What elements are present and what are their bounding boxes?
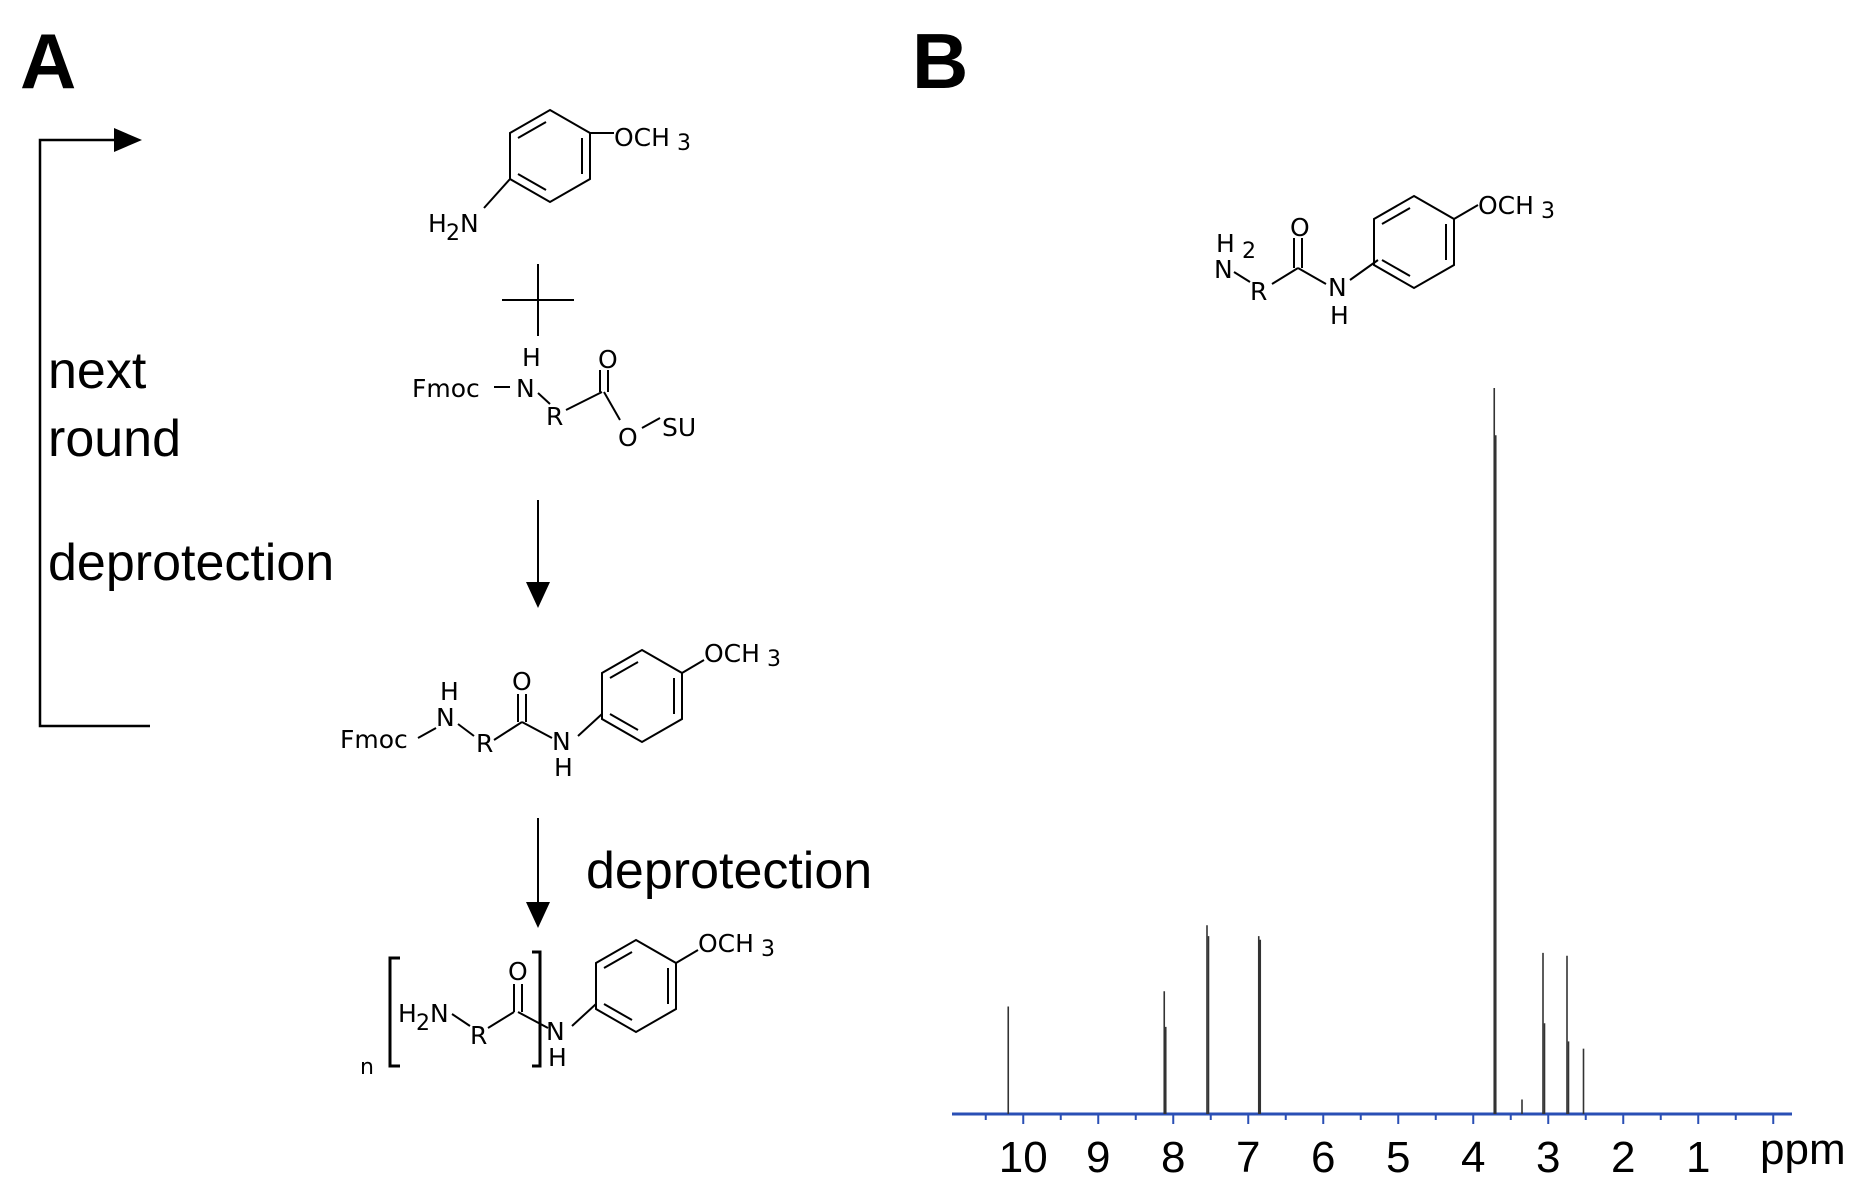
svg-text:O: O bbox=[1290, 213, 1310, 242]
panel-label-a: A bbox=[20, 17, 76, 105]
nmr-spectrum: 10 9 8 7 6 5 4 3 2 1 ppm bbox=[952, 388, 1846, 1182]
svg-text:3: 3 bbox=[1541, 199, 1555, 224]
svg-text:R: R bbox=[476, 729, 493, 758]
reaction-arrow-1 bbox=[526, 500, 550, 608]
svg-text:H: H bbox=[522, 343, 541, 372]
svg-text:H: H bbox=[1216, 229, 1235, 258]
x-axis-tick-label: 6 bbox=[1311, 1133, 1335, 1182]
panel-label-b: B bbox=[912, 17, 968, 105]
repeat-count-n: n bbox=[360, 1055, 374, 1080]
svg-text:OCH: OCH bbox=[1478, 191, 1534, 220]
x-axis-tick-label: 10 bbox=[999, 1133, 1048, 1182]
svg-text:H: H bbox=[554, 753, 573, 782]
svg-text:N: N bbox=[552, 727, 571, 756]
svg-text:2: 2 bbox=[416, 1011, 430, 1036]
svg-text:3: 3 bbox=[677, 131, 691, 156]
svg-text:N: N bbox=[516, 374, 535, 403]
x-axis-tick-label: 4 bbox=[1461, 1133, 1485, 1182]
molecule-spectrum-compound: H 2 N R O N H OCH 3 bbox=[1214, 191, 1555, 330]
loop-label-next: next bbox=[48, 342, 147, 400]
svg-text:OCH: OCH bbox=[698, 929, 754, 958]
x-axis-unit-label: ppm bbox=[1760, 1125, 1846, 1174]
deprotection-label: deprotection bbox=[586, 842, 872, 900]
svg-text:O: O bbox=[598, 345, 618, 374]
svg-text:R: R bbox=[546, 402, 563, 431]
svg-text:OCH: OCH bbox=[704, 639, 760, 668]
svg-text:3: 3 bbox=[767, 647, 781, 672]
reaction-arrow-2 bbox=[526, 818, 550, 928]
och3-label: OCH bbox=[614, 123, 670, 152]
svg-text:N: N bbox=[546, 1017, 565, 1046]
fmoc-label: Fmoc bbox=[412, 374, 480, 403]
svg-text:H: H bbox=[1330, 301, 1349, 330]
svg-text:Fmoc: Fmoc bbox=[340, 725, 408, 754]
plus-sign bbox=[502, 264, 574, 336]
svg-text:2: 2 bbox=[1242, 239, 1256, 264]
svg-text:2: 2 bbox=[446, 221, 460, 246]
svg-text:H: H bbox=[440, 677, 459, 706]
svg-text:O: O bbox=[512, 667, 532, 696]
spectrum-peaks bbox=[1007, 388, 1585, 1114]
loop-label-deprotection: deprotection bbox=[48, 534, 334, 592]
x-axis-ticks: 10 9 8 7 6 5 4 3 2 1 bbox=[984, 1114, 1775, 1182]
svg-text:N: N bbox=[1328, 273, 1347, 302]
su-label: SU bbox=[662, 413, 696, 442]
svg-text:R: R bbox=[1250, 277, 1267, 306]
svg-text:N: N bbox=[1214, 255, 1233, 284]
loop-label-round: round bbox=[48, 410, 181, 468]
svg-text:H: H bbox=[398, 999, 417, 1028]
h2n-label: H bbox=[428, 209, 447, 238]
x-axis-tick-label: 7 bbox=[1236, 1133, 1260, 1182]
next-round-loop-arrow bbox=[38, 128, 150, 728]
molecule-oligomer-product: n H 2 N R O N H OCH 3 bbox=[360, 929, 775, 1080]
svg-text:H: H bbox=[548, 1043, 567, 1072]
x-axis-tick-label: 1 bbox=[1686, 1133, 1710, 1182]
molecule-fmoc-amino-acid-osu: Fmoc H N R O O SU bbox=[412, 343, 696, 452]
svg-text:N: N bbox=[460, 209, 479, 238]
x-axis-tick-label: 9 bbox=[1086, 1133, 1110, 1182]
svg-text:N: N bbox=[436, 703, 455, 732]
molecule-p-anisidine: OCH 3 H 2 N bbox=[428, 108, 691, 246]
svg-text:O: O bbox=[618, 423, 638, 452]
svg-text:O: O bbox=[508, 957, 528, 986]
x-axis-tick-label: 2 bbox=[1611, 1133, 1635, 1182]
svg-text:N: N bbox=[430, 999, 449, 1028]
x-axis-tick-label: 8 bbox=[1161, 1133, 1185, 1182]
repeat-bracket bbox=[388, 950, 542, 1068]
x-axis-tick-label: 5 bbox=[1386, 1133, 1410, 1182]
svg-text:3: 3 bbox=[761, 937, 775, 962]
x-axis-tick-label: 3 bbox=[1536, 1133, 1560, 1182]
molecule-fmoc-anilide: Fmoc H N R O N H OCH 3 bbox=[340, 639, 781, 782]
svg-text:R: R bbox=[470, 1021, 487, 1050]
